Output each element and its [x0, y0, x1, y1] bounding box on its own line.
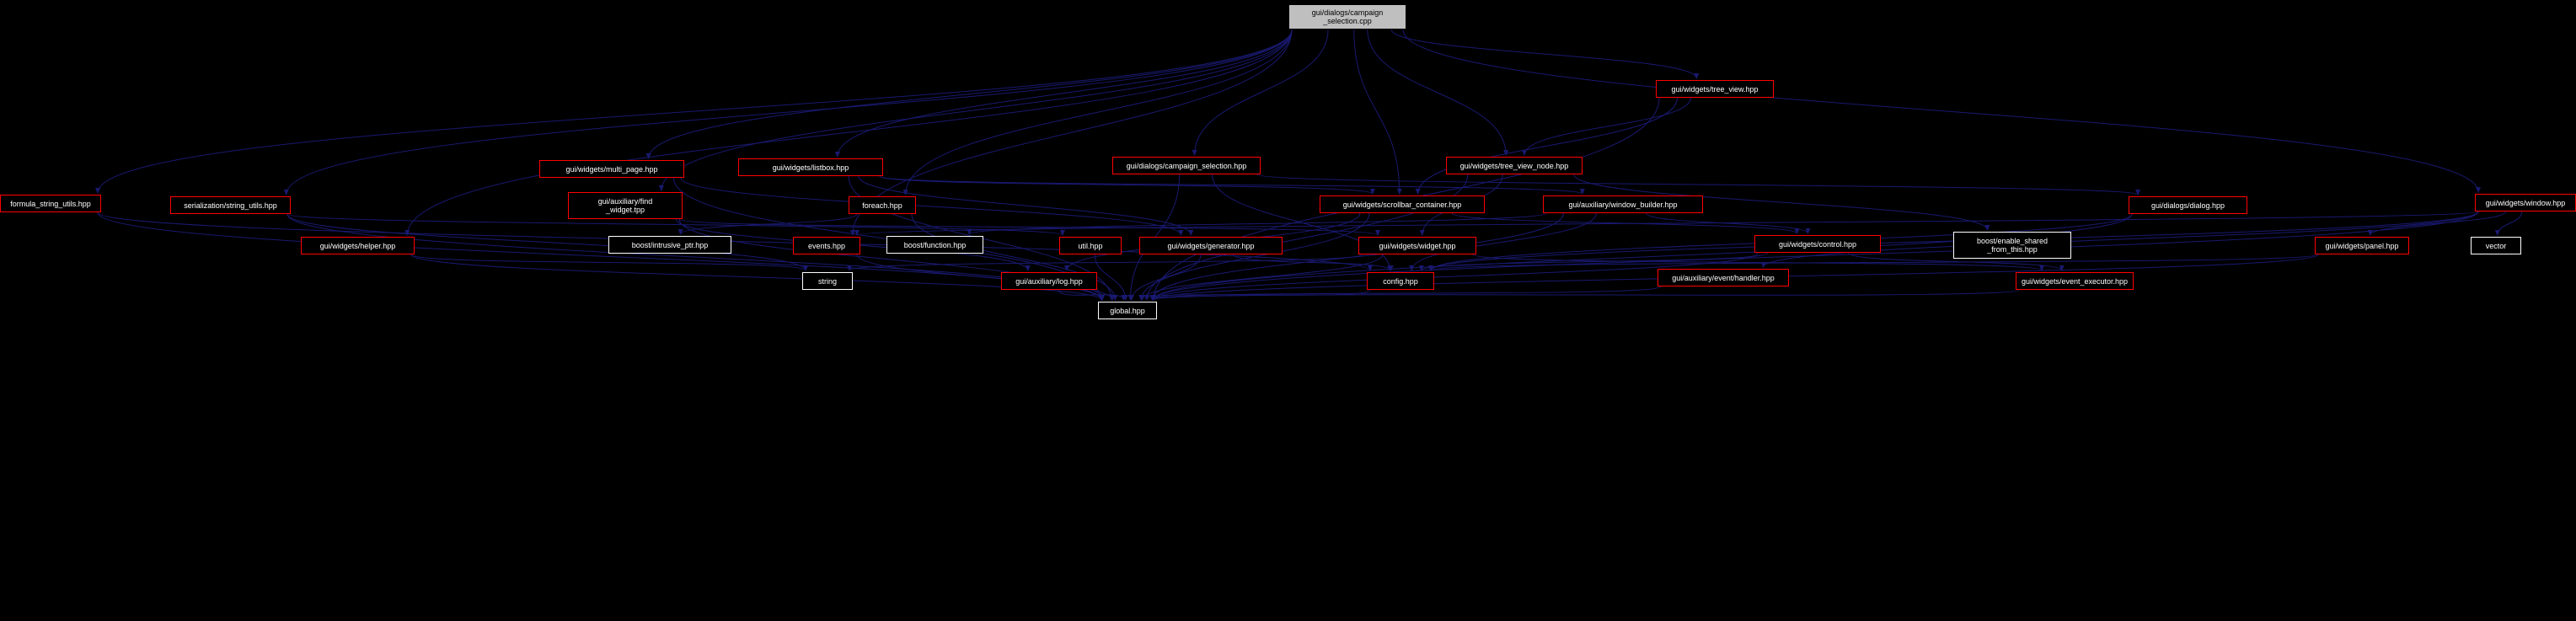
edge-util-global [1094, 254, 1128, 301]
graph-node-dialog[interactable]: gui/dialogs/dialog.hpp [2129, 196, 2247, 214]
edge-event_executor-global [1151, 289, 2020, 301]
edge-window-events [854, 211, 2479, 236]
graph-node-control[interactable]: gui/widgets/control.hpp [1754, 235, 1881, 253]
graph-node-foreach[interactable]: foreach.hpp [849, 196, 916, 214]
edge-find_widget-widget [678, 218, 1380, 236]
edge-formula_string_utils-global [97, 211, 1104, 301]
edge-tree_view-scrollbar_container [1415, 97, 1678, 195]
edge-control-config [1418, 252, 1769, 271]
graph-node-window_builder[interactable]: gui/auxiliary/window_builder.hpp [1543, 195, 1703, 213]
graph-node-boost_function[interactable]: boost/function.hpp [886, 236, 983, 254]
edge-scrollbar_container-control [1451, 212, 1800, 234]
edge-helper-global [410, 254, 1104, 301]
edge-multi_page-generator [680, 177, 1184, 236]
graph-node-event_handler[interactable]: gui/auxiliary/event/handler.hpp [1658, 269, 1789, 286]
edge-window-panel [2367, 211, 2507, 236]
edge-foreach-intrusive_ptr [677, 213, 858, 235]
graph-node-tree_view[interactable]: gui/widgets/tree_view.hpp [1656, 80, 1774, 98]
edge-campaign_selection_hpp-dialog [1256, 174, 2140, 195]
edge-root-tree_view_node [1367, 29, 1509, 156]
graph-node-string_utils[interactable]: serialization/string_utils.hpp [170, 196, 291, 214]
edge-window-vector [2494, 211, 2523, 236]
graph-node-window[interactable]: gui/widgets/window.hpp [2475, 194, 2576, 211]
edge-root-multi_page [645, 29, 1293, 159]
edge-window_builder-boost_function [967, 212, 1547, 235]
edge-root-campaign_selection_hpp [1192, 29, 1329, 156]
graph-node-intrusive_ptr[interactable]: boost/intrusive_ptr.hpp [608, 236, 731, 254]
graph-node-helper[interactable]: gui/widgets/helper.hpp [301, 237, 415, 254]
edge-generator-global [1128, 254, 1202, 301]
graph-node-widget[interactable]: gui/widgets/widget.hpp [1358, 237, 1476, 254]
edge-listbox-window_builder [879, 175, 1585, 195]
graph-node-tree_view_node[interactable]: gui/widgets/tree_view_node.hpp [1446, 157, 1583, 174]
graph-node-generator[interactable]: gui/widgets/generator.hpp [1139, 237, 1283, 254]
graph-node-find_widget[interactable]: gui/auxiliary/find _widget.tpp [568, 192, 683, 219]
edge-panel-config [1428, 254, 2319, 271]
graph-node-global[interactable]: global.hpp [1098, 302, 1157, 319]
graph-node-multi_page[interactable]: gui/widgets/multi_page.hpp [539, 160, 684, 178]
graph-node-event_executor[interactable]: gui/widgets/event_executor.hpp [2016, 272, 2134, 290]
edge-root-events [849, 29, 1293, 236]
graph-node-enable_shared[interactable]: boost/enable_shared _from_this.hpp [1953, 232, 2071, 259]
edge-root-tree_view [1390, 29, 1700, 79]
graph-node-events[interactable]: events.hpp [793, 237, 860, 254]
edge-helper-string [410, 254, 808, 271]
edge-root-scrollbar_container [1353, 29, 1402, 195]
graph-node-string[interactable]: string [802, 272, 853, 290]
edge-tree_view-tree_view_node [1521, 97, 1691, 156]
edge-log-global [1058, 289, 1127, 301]
edge-root-listbox [834, 29, 1293, 158]
graph-node-campaign_selection_hpp[interactable]: gui/dialogs/campaign_selection.hpp [1112, 157, 1261, 174]
graph-node-panel[interactable]: gui/widgets/panel.hpp [2315, 237, 2409, 254]
edge-window_builder-global [1149, 212, 1564, 301]
edge-campaign_selection_hpp-config [1211, 174, 1393, 271]
graph-root-node: gui/dialogs/campaign _selection.cpp [1288, 4, 1406, 29]
edge-window-global [1151, 211, 2479, 301]
edge-string_utils-global [287, 213, 1104, 301]
edge-config-global [1138, 289, 1371, 301]
graph-node-config[interactable]: config.hpp [1367, 272, 1434, 290]
edge-widget-global [1139, 254, 1384, 301]
graph-node-scrollbar_container[interactable]: gui/widgets/scrollbar_container.hpp [1320, 195, 1485, 213]
graph-node-vector[interactable]: vector [2471, 237, 2521, 254]
graph-node-listbox[interactable]: gui/widgets/listbox.hpp [738, 158, 883, 176]
edge-listbox-scrollbar_container [879, 175, 1375, 195]
edge-scrollbar_container-global [1138, 212, 1370, 301]
edge-window_builder-control [1646, 212, 1811, 234]
edge-widget-string [847, 254, 1363, 271]
graph-node-formula_string_utils[interactable]: formula_string_utils.hpp [0, 195, 101, 212]
graph-node-util[interactable]: util.hpp [1059, 237, 1122, 254]
edge-generator-config [1233, 254, 1394, 271]
graph-node-log[interactable]: gui/auxiliary/log.hpp [1001, 272, 1097, 290]
